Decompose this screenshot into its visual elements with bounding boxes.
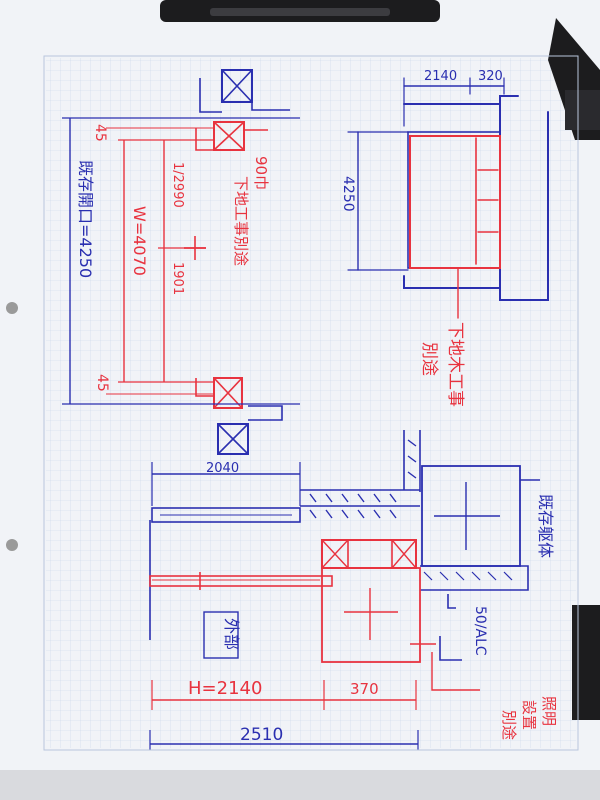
dim-2140-label: 2140 <box>424 69 457 84</box>
paper-grid <box>46 58 576 748</box>
note-opening: 既存開口=4250 <box>76 160 95 278</box>
guide-rail <box>149 575 333 587</box>
outside-label-box <box>203 611 239 659</box>
note-lighting: 照明 <box>540 696 558 726</box>
label-outside: 外部 <box>222 618 241 650</box>
note-shitaji-mokko: 下地木工事 <box>445 322 465 407</box>
elevation-floor <box>403 275 501 289</box>
top-red-box <box>213 121 245 151</box>
frame-rail <box>151 507 301 523</box>
punch-hole <box>6 302 18 314</box>
wood-frame <box>409 135 501 269</box>
elevation-header <box>403 95 519 105</box>
alc-bracket <box>439 594 462 661</box>
top-clip <box>160 0 440 22</box>
dim-45-top: 45 <box>92 124 108 142</box>
plan-section <box>149 430 540 750</box>
bottom-red-box <box>213 377 243 409</box>
note-shitaji: 下地工事別途 <box>232 176 250 266</box>
note-betto: 別途 <box>419 342 439 376</box>
note-alc: 50/ALC <box>472 606 488 656</box>
top-column <box>221 69 253 103</box>
punch-hole <box>6 539 18 551</box>
dim-1901: 1901 <box>170 262 185 295</box>
dim-h-label: H=2140 <box>188 678 262 699</box>
note-betto-plan: 別途 <box>500 710 518 740</box>
dim-370-label: 370 <box>350 680 379 698</box>
right-clip-bottom <box>572 605 600 720</box>
dim-45-bottom: 45 <box>94 374 110 392</box>
wall-hatch <box>300 430 421 507</box>
note-existing-structure: 既存躯体 <box>536 494 555 558</box>
right-clip-top <box>548 18 600 140</box>
dim-4250-label: 4250 <box>340 176 356 212</box>
bottom-shadow <box>0 770 600 800</box>
note-90: 90巾 <box>252 156 270 190</box>
section-left <box>62 69 300 455</box>
paper-border <box>43 55 579 751</box>
dim-2510-label: 2510 <box>240 725 283 745</box>
dim-w: W=4070 <box>130 206 149 276</box>
bottom-column <box>217 423 249 455</box>
dim-2040-label: 2040 <box>206 461 239 476</box>
dim-1990: 1/2990 <box>170 162 185 208</box>
fixture-leader <box>410 643 480 691</box>
light-fixture-area <box>321 567 421 663</box>
dim-320-label: 320 <box>478 69 503 84</box>
note-install: 設置 <box>520 700 538 730</box>
elevation-section <box>347 77 549 319</box>
